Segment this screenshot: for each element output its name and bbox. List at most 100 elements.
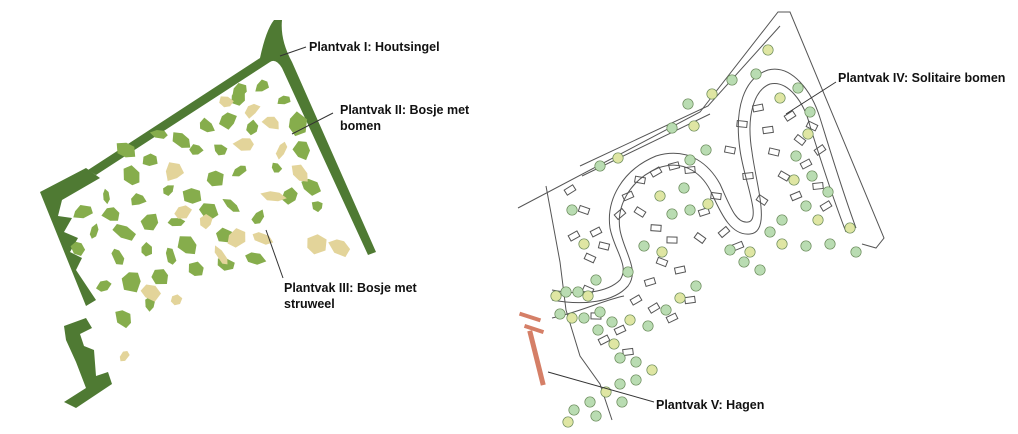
house-plot	[629, 294, 643, 306]
tree	[562, 416, 574, 428]
label-plantvak-1: Plantvak I: Houtsingel	[309, 40, 440, 54]
bosje-blob	[227, 228, 246, 248]
house-plot	[633, 206, 647, 218]
house-plot	[812, 181, 824, 191]
hedge	[518, 311, 542, 323]
tree	[790, 150, 802, 162]
bosje-blob	[119, 351, 130, 362]
bosje-blob	[214, 245, 228, 265]
bosje-blob	[199, 214, 213, 230]
house-plot	[650, 224, 662, 232]
bosje-blob	[165, 162, 184, 181]
house-plot	[577, 204, 591, 216]
house-plot	[667, 161, 681, 171]
bosje-blob	[206, 170, 224, 187]
bosje-blob	[328, 239, 351, 258]
house-plot	[717, 225, 731, 239]
bosje-blob	[115, 310, 131, 329]
house-plot	[751, 103, 765, 113]
bosje-blob	[219, 96, 234, 108]
tree	[702, 198, 714, 210]
tree	[754, 264, 766, 276]
bosje-blob	[245, 252, 267, 265]
bosje-blob	[275, 141, 288, 160]
bosje-blob	[214, 144, 228, 156]
label-plantvak-3: Plantvak III: Bosje met	[284, 281, 418, 295]
tree	[578, 312, 590, 324]
label-plantvak-4: Plantvak IV: Solitaire bomen	[838, 71, 1005, 85]
house-plot	[789, 190, 803, 202]
left-plan-map	[40, 20, 376, 408]
house-plot	[633, 175, 647, 185]
tree	[822, 186, 834, 198]
tree	[646, 364, 658, 376]
bosje-blob	[149, 130, 168, 139]
house-plot	[673, 265, 687, 275]
tree	[622, 266, 634, 278]
bosje-blob	[167, 218, 186, 227]
house-plot	[622, 347, 634, 357]
road	[551, 68, 857, 294]
bosje-blob	[219, 112, 237, 130]
tree	[802, 128, 814, 140]
tree	[800, 200, 812, 212]
tree	[776, 214, 788, 226]
leader-line	[279, 46, 307, 57]
label-plantvak-2-line2: bomen	[340, 119, 381, 133]
bosje-blob	[70, 241, 86, 256]
tree	[590, 410, 602, 422]
house-plot	[684, 295, 696, 305]
house-plot	[649, 166, 663, 178]
tree	[656, 246, 668, 258]
tree	[606, 316, 618, 328]
tree	[592, 324, 604, 336]
tree	[800, 240, 812, 252]
bosje-blob	[307, 234, 327, 255]
bosje-blob	[199, 203, 219, 220]
houtsingel-area	[40, 168, 100, 306]
house-plot	[799, 158, 813, 170]
tree	[684, 204, 696, 216]
house-plot	[665, 312, 679, 324]
house-plot	[563, 184, 577, 196]
bosje-blob	[123, 165, 140, 186]
bosje-blob	[232, 138, 254, 151]
tree	[726, 74, 738, 86]
bosje-blob	[231, 165, 247, 177]
house-plot	[621, 190, 635, 202]
house-plot	[583, 252, 597, 264]
site-boundary	[517, 11, 885, 249]
bosje-blob	[281, 187, 298, 205]
house-plot	[697, 206, 711, 218]
bosje-blob	[89, 223, 99, 239]
tree	[788, 174, 800, 186]
bosje-blob	[291, 164, 308, 182]
house-plot	[813, 143, 827, 157]
house-plot	[793, 133, 807, 147]
hedge	[527, 330, 546, 386]
bosje-blob	[271, 162, 283, 173]
tree	[750, 68, 762, 80]
house-plot	[723, 145, 737, 155]
bosje-blob	[174, 205, 192, 219]
hedge	[523, 324, 545, 334]
tree	[642, 320, 654, 332]
bosje-blob	[177, 236, 197, 255]
house-plot	[693, 231, 707, 245]
house-plot	[613, 324, 627, 336]
bosje-blob	[251, 209, 265, 224]
tree	[594, 160, 606, 172]
tree	[630, 356, 642, 368]
tree	[616, 396, 628, 408]
tree	[764, 226, 776, 238]
bosje-blob	[301, 178, 321, 196]
bosje-blob	[311, 201, 323, 213]
tree	[724, 244, 736, 256]
house-plot	[783, 110, 797, 122]
tree	[578, 238, 590, 250]
tree	[806, 170, 818, 182]
house-plot	[819, 200, 833, 212]
tree	[566, 312, 578, 324]
tree	[706, 88, 718, 100]
house-plot	[597, 334, 611, 346]
